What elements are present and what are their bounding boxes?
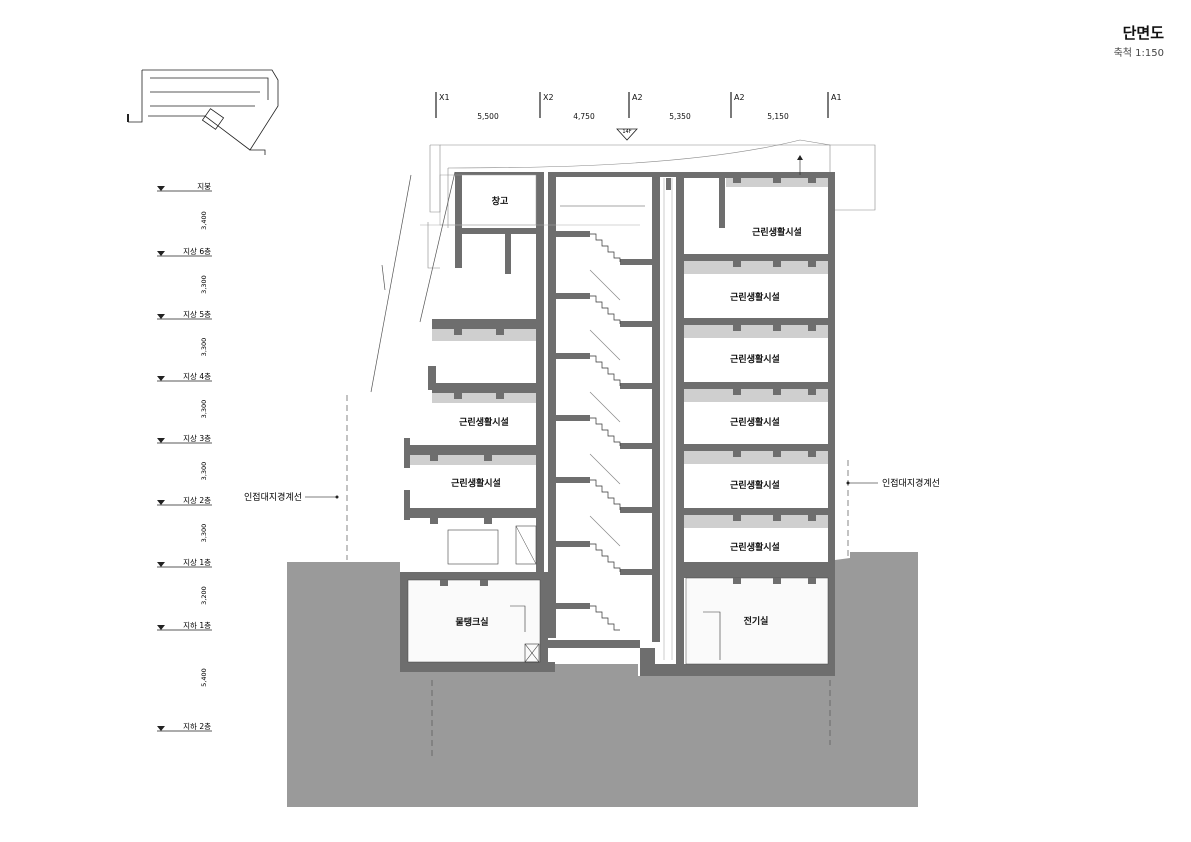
level-markers: 지붕 3,400 지상 6층 3,300 지상 5층 3,300 지상 4층 3,300 지상 …	[157, 182, 212, 732]
basement-stairs	[510, 605, 721, 663]
level-label: 지붕	[197, 182, 211, 191]
drawing-scale: 축척 1:150	[1113, 48, 1164, 59]
room-retail-west-3f: 근린생활시설	[459, 416, 509, 428]
grid-dim-1: 5,500	[477, 112, 499, 121]
level-marker-icon	[157, 625, 165, 630]
roof-marker-text: 14F	[622, 129, 631, 135]
level-label: 지하 2층	[183, 721, 211, 731]
level-dimension: 5,400	[200, 668, 208, 687]
level-label: 지상 6층	[183, 246, 211, 256]
level-marker-icon	[157, 562, 165, 567]
level-marker-icon	[157, 500, 165, 505]
basement-structure	[400, 568, 835, 676]
stair-core	[548, 172, 684, 664]
level-label: 지상 4층	[183, 371, 211, 381]
room-retail-1f: 근린생활시설	[730, 541, 780, 553]
east-block	[430, 172, 835, 586]
level-dimension: 3,300	[200, 400, 208, 419]
roof-level-marker: 14F	[616, 128, 638, 141]
room-retail-west-2f: 근린생활시설	[451, 477, 501, 489]
level-dimension: 3,200	[200, 586, 208, 605]
grid-label-5: A1	[831, 93, 842, 102]
room-retail-4f: 근린생활시설	[730, 353, 780, 365]
room-water-tank: 물탱크실	[455, 616, 488, 628]
level-dimension: 3,400	[200, 211, 208, 230]
level-marker-icon	[157, 314, 165, 319]
level-marker-icon	[157, 186, 165, 191]
boundary-label-right: 인접대지경계선	[882, 477, 940, 489]
room-electrical: 전기실	[744, 615, 769, 627]
room-retail-5f: 근린생활시설	[730, 291, 780, 303]
level-marker-icon	[157, 726, 165, 731]
room-retail-3f: 근린생활시설	[730, 416, 780, 428]
level-label: 지상 2층	[183, 495, 211, 505]
level-marker-icon	[157, 251, 165, 256]
level-marker-icon	[157, 376, 165, 381]
grid-dim-3: 5,350	[669, 112, 691, 121]
room-storage: 창고	[492, 195, 509, 207]
grid-labels: X1 X2 A2 A2 A1	[439, 93, 842, 102]
grid-dim-2: 4,750	[573, 112, 595, 121]
level-dimension: 3,300	[200, 524, 208, 543]
level-label: 지상 3층	[183, 433, 211, 443]
boundary-lines	[305, 171, 878, 760]
level-marker-icon	[157, 438, 165, 443]
key-plan	[127, 69, 279, 155]
level-label: 지상 5층	[183, 309, 211, 319]
level-dimension: 3,300	[200, 462, 208, 481]
grid-markers	[435, 92, 829, 118]
level-dimension: 3,300	[200, 275, 208, 294]
drawing-title: 단면도	[1122, 24, 1164, 42]
basement-rooms	[407, 577, 829, 665]
boundary-label-left: 인접대지경계선	[244, 491, 302, 503]
level-label: 지상 1층	[183, 557, 211, 567]
grid-label-4: A2	[734, 93, 745, 102]
level-label: 지하 1층	[183, 620, 211, 630]
grid-dims: 5,500 4,750 5,350 5,150	[477, 112, 789, 121]
grid-label-2: X2	[543, 93, 554, 102]
grid-dim-4: 5,150	[767, 112, 789, 121]
room-retail-6f: 근린생활시설	[752, 226, 802, 238]
room-labels: 창고 근린생활시설 근린생활시설 근린생활시설 근린생활시설 근린생활시설 근린…	[451, 195, 802, 628]
grid-label-3: A2	[632, 93, 643, 102]
level-dimension: 3,300	[200, 338, 208, 357]
roof-outline	[420, 139, 876, 269]
west-wing	[404, 172, 544, 572]
room-retail-2f: 근린생활시설	[730, 479, 780, 491]
grid-label-1: X1	[439, 93, 450, 102]
